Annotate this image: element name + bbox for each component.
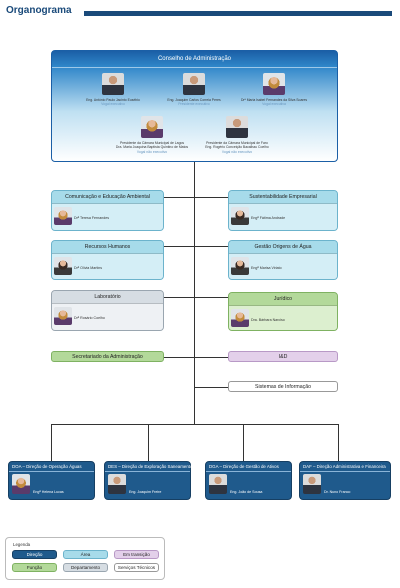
directorate-daf[interactable]: DAF – Direção Administrativa e Financeir…	[299, 461, 391, 500]
legend-item-direcao: Direção	[12, 550, 57, 559]
connector-dir-1	[51, 424, 52, 461]
member-name: Presidente da Câmara Municipal de Lagos …	[115, 141, 189, 150]
member-name: Eng. António Paulo Jacinto Eusébio	[86, 98, 140, 102]
person-name: Engª Fátima Andrade	[251, 216, 286, 220]
member-role: Vogal executivo	[101, 102, 125, 107]
person-photo	[12, 474, 30, 494]
member-role: Vogal não executivo	[136, 149, 168, 154]
board-member: Eng. António Paulo Jacinto Eusébio Vogal…	[75, 73, 151, 107]
directorate-dga[interactable]: DGA – Direção de Gestão de Ativos Eng. J…	[205, 461, 292, 500]
member-photo	[183, 73, 205, 95]
title-bar	[84, 11, 392, 16]
unit-laboratorio[interactable]: Laboratório Drª Rosário Coelho	[51, 290, 164, 331]
unit-id[interactable]: I&D	[228, 351, 338, 362]
connector-row3	[164, 297, 230, 298]
connector-dir-4	[338, 424, 339, 461]
legend-item-area: Área	[63, 550, 108, 559]
person-name: Engª Helena Lucas	[33, 490, 64, 494]
board-title: Conselho de Administração	[52, 51, 337, 68]
person-name: Drª Olívia Martins	[74, 266, 103, 270]
unit-recursos-humanos[interactable]: Recursos Humanos Drª Olívia Martins	[51, 240, 164, 280]
unit-gestao-agua[interactable]: Gestão Origens de Água Engª Marisa Viria…	[228, 240, 338, 280]
person-name: Dra. Bárbara Narciso	[251, 318, 285, 322]
board-of-directors: Conselho de Administração Eng. António P…	[51, 50, 338, 162]
unit-title: Jurídico	[229, 293, 337, 306]
member-name: Eng. Joaquim Carlos Correia Peres	[167, 98, 221, 102]
legend: Legenda Direção Área Em transição Função…	[5, 537, 165, 580]
person-photo	[231, 257, 249, 275]
unit-title: Laboratório	[52, 291, 163, 304]
connector-dir-2	[148, 424, 149, 461]
page-title: Organograma	[6, 5, 72, 16]
person-name: Drª Rosário Coelho	[74, 316, 105, 320]
person-photo	[209, 474, 227, 494]
member-role: Presidente executivo	[178, 102, 210, 107]
person-name: Dr. Nuno Franco	[324, 490, 351, 494]
directorate-title: DOA – Direção de Operação Águas	[9, 462, 94, 472]
unit-title: Recursos Humanos	[52, 241, 163, 254]
unit-title: Gestão Origens de Água	[229, 241, 337, 254]
connector-row5	[194, 387, 230, 388]
legend-title: Legenda	[13, 542, 31, 547]
unit-title: Comunicação e Educação Ambiental	[52, 191, 163, 204]
connector-row1	[164, 197, 230, 198]
directorate-title: DES – Direção de Exploração Saneamento	[105, 462, 192, 472]
member-photo	[226, 116, 248, 138]
directorate-des[interactable]: DES – Direção de Exploração Saneamento E…	[104, 461, 192, 500]
person-photo	[108, 474, 126, 494]
board-member: Presidente da Câmara Municipal de Faro E…	[199, 116, 275, 154]
member-name: Presidente da Câmara Municipal de Faro E…	[205, 141, 269, 150]
person-photo	[231, 207, 249, 225]
member-role: Vogal não executivo	[221, 149, 253, 154]
connector-bottom-bar	[51, 424, 339, 425]
board-member: Presidente da Câmara Municipal de Lagos …	[114, 116, 190, 154]
legend-item-servicos: Serviços Técnicos	[114, 563, 159, 572]
person-name: Drª Teresa Fernandes	[74, 216, 110, 220]
directorate-doa[interactable]: DOA – Direção de Operação Águas Engª Hel…	[8, 461, 95, 500]
person-photo	[54, 207, 72, 225]
legend-item-transicao: Em transição	[114, 550, 159, 559]
unit-secretariado[interactable]: Secretariado da Administração	[51, 351, 164, 362]
unit-juridico[interactable]: Jurídico Dra. Bárbara Narciso	[228, 292, 338, 331]
member-photo	[141, 116, 163, 138]
person-photo	[303, 474, 321, 494]
board-member: Drª Maria Isabel Fernandes da Silva Soar…	[236, 73, 312, 107]
member-photo	[102, 73, 124, 95]
person-name: Engª Marisa Viriato	[251, 266, 282, 270]
connector-dir-3	[243, 424, 244, 461]
unit-sistemas-informacao[interactable]: Sistemas de Informação	[228, 381, 338, 392]
board-member: Eng. Joaquim Carlos Correia Peres Presid…	[156, 73, 232, 107]
directorate-title: DAF – Direção Administrativa e Financeir…	[300, 462, 390, 472]
connector-row4	[164, 357, 230, 358]
unit-comunicacao[interactable]: Comunicação e Educação Ambiental Drª Ter…	[51, 190, 164, 231]
connector-trunk	[194, 162, 195, 424]
member-photo	[263, 73, 285, 95]
unit-sustentabilidade[interactable]: Sustentabilidade Empresarial Engª Fátima…	[228, 190, 338, 231]
unit-title: Sustentabilidade Empresarial	[229, 191, 337, 204]
person-name: Eng. Joaquim Freire	[129, 490, 162, 494]
member-role: Vogal executiva	[262, 102, 286, 107]
directorate-title: DGA – Direção de Gestão de Ativos	[206, 462, 291, 472]
person-photo	[231, 309, 249, 327]
legend-item-departamento: Departamento	[63, 563, 108, 572]
person-photo	[54, 307, 72, 325]
member-name: Drª Maria Isabel Fernandes da Silva Soar…	[240, 98, 308, 102]
connector-row2	[164, 246, 230, 247]
person-photo	[54, 257, 72, 275]
person-name: Eng. João de Sousa	[230, 490, 263, 494]
legend-item-funcao: Função	[12, 563, 57, 572]
